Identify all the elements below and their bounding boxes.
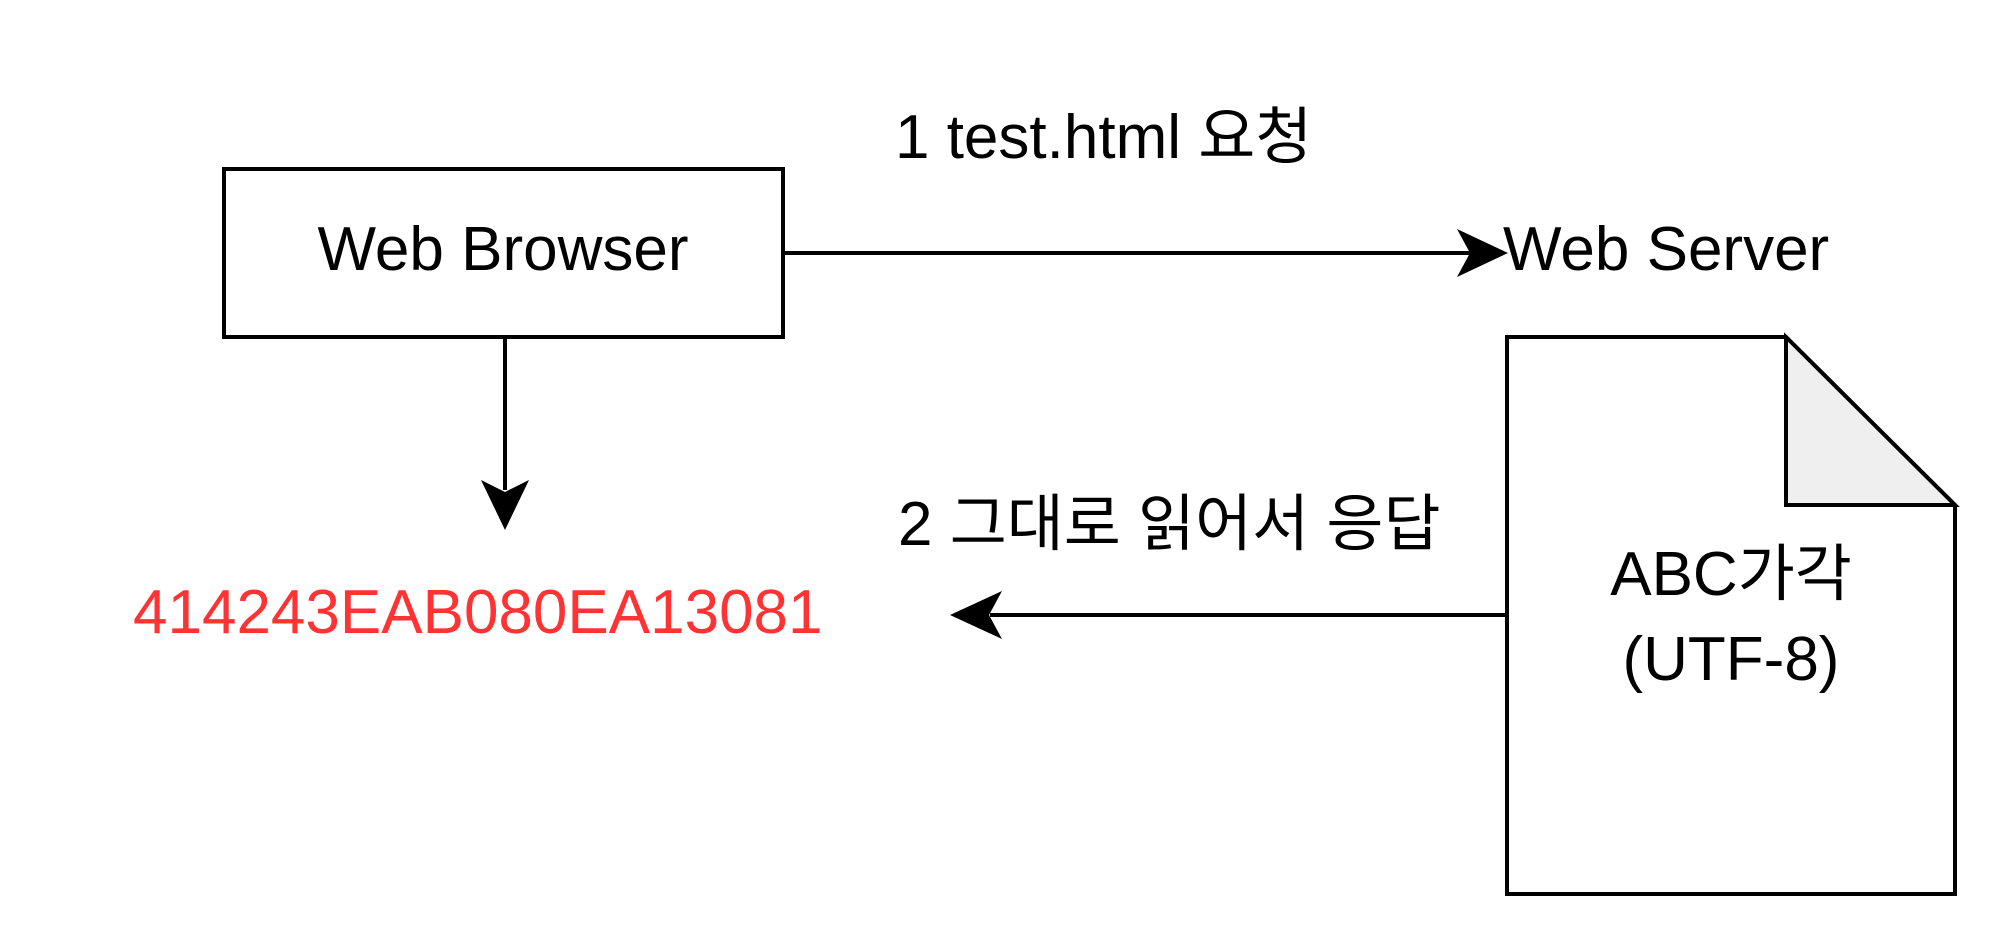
- request-arrowhead-icon: [1457, 229, 1508, 277]
- file-fold-icon: [1784, 332, 1960, 507]
- decode-arrowhead-icon: [481, 480, 529, 530]
- web-browser-node: Web Browser: [222, 167, 785, 339]
- result-bytes-text: 414243EAB080EA13081: [133, 578, 823, 647]
- web-server-label: Web Server: [1503, 215, 1829, 284]
- file-content-line1: ABC가각: [1610, 540, 1852, 609]
- file-document-node: ABC가각 (UTF-8): [1505, 332, 1960, 896]
- response-label: 2 그대로 읽어서 응답: [898, 490, 1440, 559]
- request-label: 1 test.html 요청: [895, 103, 1312, 172]
- file-document-icon: [1505, 335, 1957, 896]
- web-browser-label: Web Browser: [318, 215, 689, 284]
- request-arrow: [783, 229, 1508, 277]
- web-browser-box: [222, 167, 785, 339]
- response-arrow: [950, 591, 1507, 639]
- decode-arrow: [481, 337, 529, 530]
- response-arrowhead-icon: [950, 591, 1002, 639]
- file-content-line2: (UTF-8): [1623, 625, 1840, 694]
